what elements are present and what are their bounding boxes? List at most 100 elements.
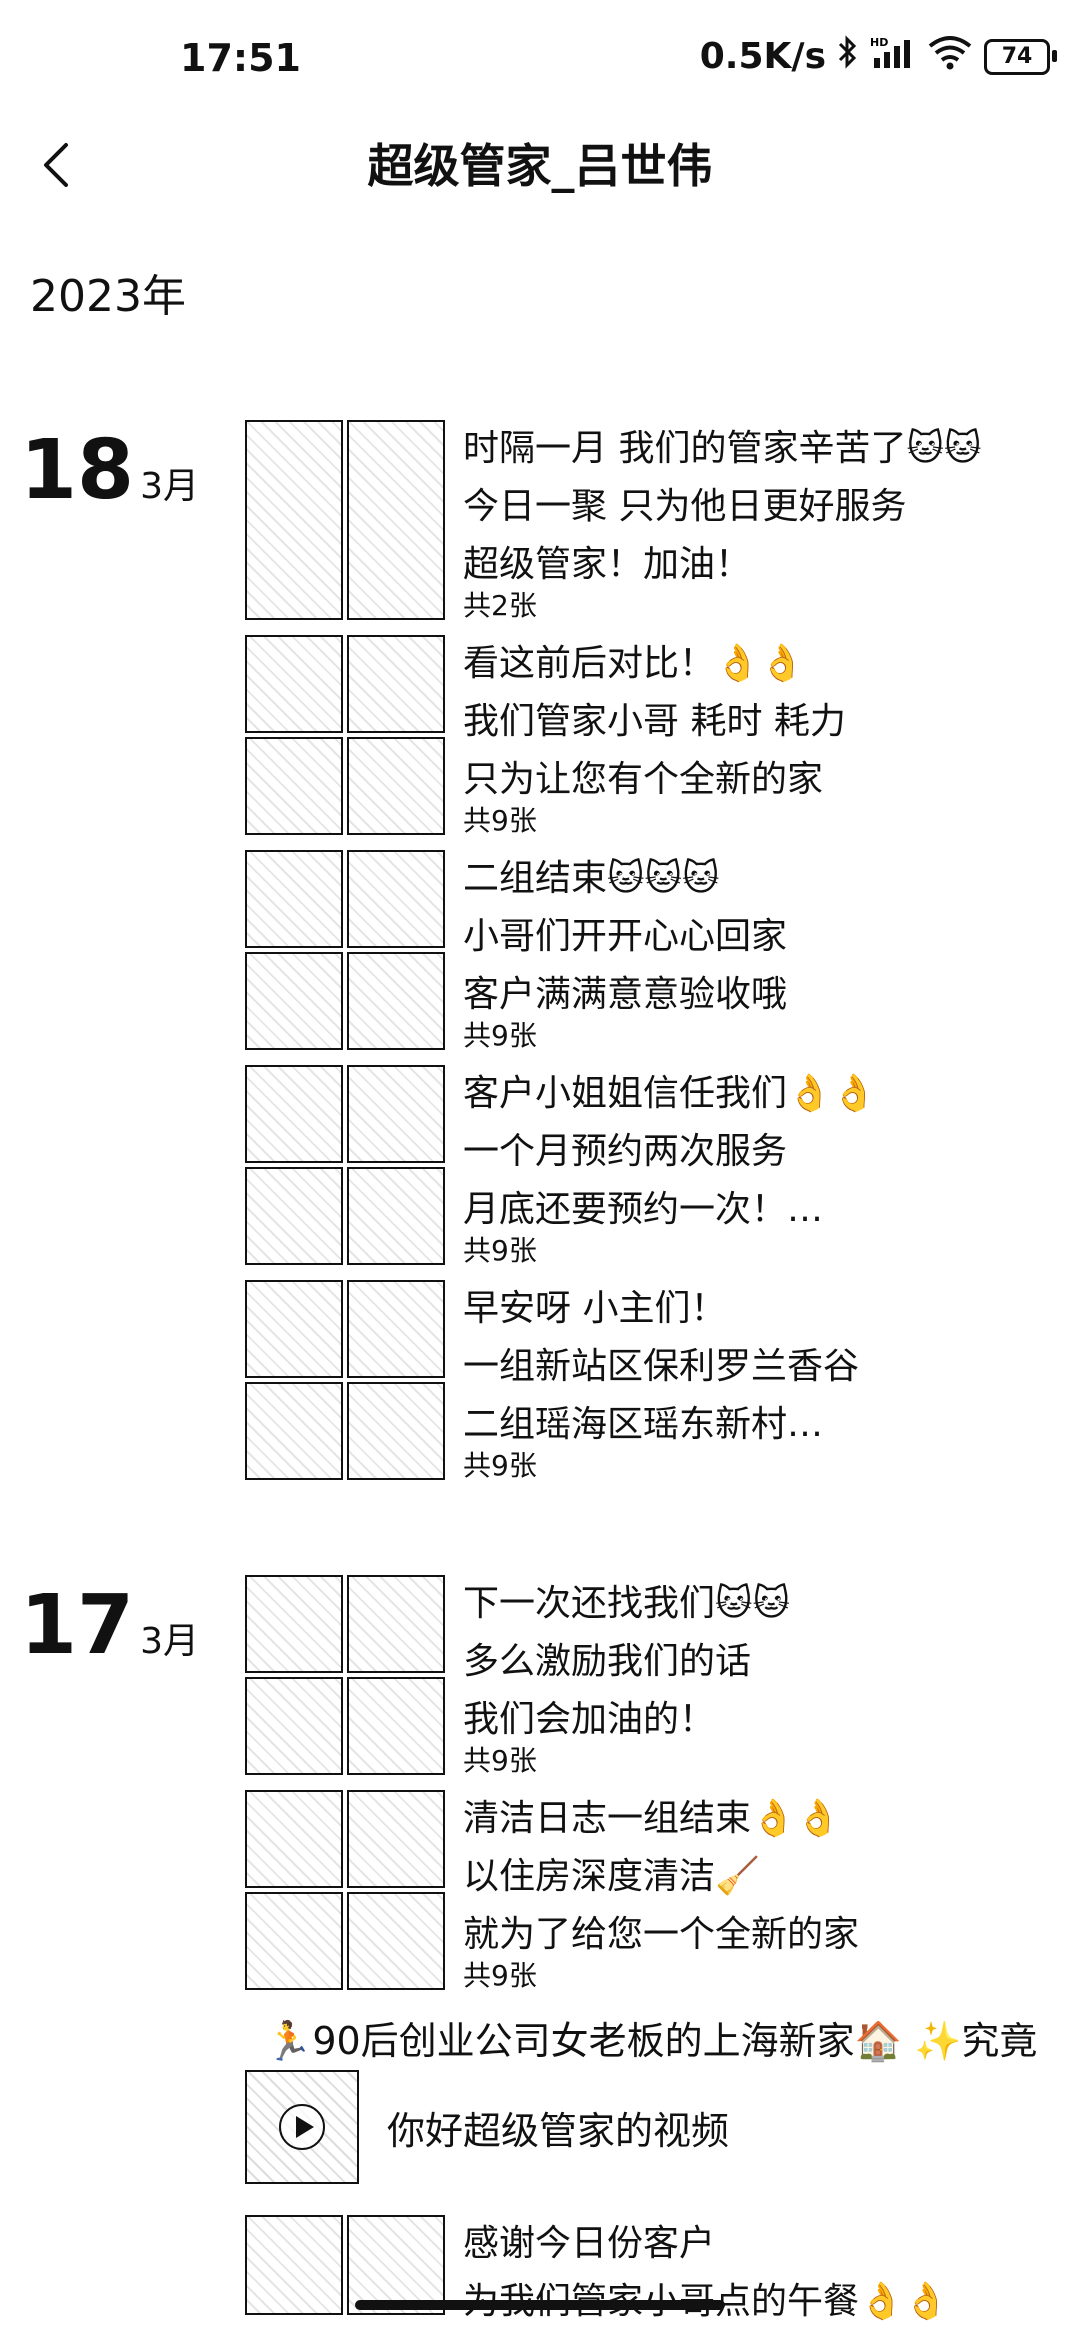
status-bar: 17:51 0.5K/s HD 74 xyxy=(0,0,1080,120)
post-line: 以住房深度清洁🧹 xyxy=(463,1856,760,1897)
photo-thumb xyxy=(245,1065,343,1163)
photo-thumb xyxy=(347,1382,445,1480)
post-text: 感谢今日份客户 为我们管家小哥点的午餐👌👌 xyxy=(463,2215,1053,2331)
net-speed: 0.5K/s xyxy=(699,36,826,77)
photo-thumb xyxy=(347,737,445,835)
post-line: 一个月预约两次服务 xyxy=(463,1131,788,1172)
play-icon xyxy=(279,2104,325,2150)
photo-thumb xyxy=(347,1167,445,1265)
post-line: 客户小姐姐信任我们👌👌 xyxy=(463,1073,877,1114)
post-line: 今日一聚 只为他日更好服务 xyxy=(463,486,907,527)
photo-grid xyxy=(245,1280,445,1480)
post-line: 二组结束🐱🐱🐱 xyxy=(463,858,720,899)
photo-grid xyxy=(245,850,445,1050)
photo-thumb xyxy=(245,1892,343,1990)
post-line: 早安呀 小主们！ xyxy=(463,1288,727,1329)
photo-thumb xyxy=(347,2215,445,2315)
status-icons: 0.5K/s HD 74 xyxy=(699,34,1057,79)
video-label: 你好超级管家的视频 xyxy=(387,2108,730,2153)
photo-count: 共9张 xyxy=(463,1019,537,1052)
post-line: 二组瑶海区瑶东新村… xyxy=(463,1404,824,1445)
photo-thumb xyxy=(245,2215,343,2315)
photo-thumb xyxy=(245,420,343,620)
photo-thumb xyxy=(347,420,445,620)
post-item[interactable]: 客户小姐姐信任我们👌👌 一个月预约两次服务 月底还要预约一次！… 共9张 xyxy=(245,1065,1055,1267)
post-line: 多么激励我们的话 xyxy=(463,1641,752,1682)
chevron-left-icon xyxy=(44,143,68,187)
battery-level: 74 xyxy=(1001,44,1033,69)
post-line: 我们管家小哥 耗时 耗力 xyxy=(463,701,846,742)
photo-count: 共9张 xyxy=(463,804,537,837)
photo-thumb xyxy=(245,1167,343,1265)
video-share-item[interactable]: 你好超级管家的视频 xyxy=(245,2070,729,2184)
photo-thumb xyxy=(245,1790,343,1888)
page-title: 超级管家_吕世伟 xyxy=(367,139,713,193)
post-item[interactable]: 看这前后对比！👌👌 我们管家小哥 耗时 耗力 只为让您有个全新的家 共9张 xyxy=(245,635,1055,837)
post-item[interactable]: 二组结束🐱🐱🐱 小哥们开开心心回家 客户满满意意验收哦 共9张 xyxy=(245,850,1055,1052)
photo-grid xyxy=(245,1575,445,1775)
post-text: 清洁日志一组结束👌👌 以住房深度清洁🧹 就为了给您一个全新的家 共9张 xyxy=(463,1790,1053,1992)
post-text: 早安呀 小主们！ 一组新站区保利罗兰香谷 二组瑶海区瑶东新村… 共9张 xyxy=(463,1280,1053,1482)
status-time: 17:51 xyxy=(180,36,301,80)
photo-count: 共2张 xyxy=(463,589,537,622)
post-line: 超级管家！加油！ xyxy=(463,544,752,585)
photo-thumb xyxy=(347,1892,445,1990)
post-line: 只为让您有个全新的家 xyxy=(463,759,824,800)
photo-thumb xyxy=(347,1280,445,1378)
photo-count: 共9张 xyxy=(463,1449,537,1482)
post-item[interactable]: 早安呀 小主们！ 一组新站区保利罗兰香谷 二组瑶海区瑶东新村… 共9张 xyxy=(245,1280,1055,1482)
wifi-icon xyxy=(926,34,974,79)
post-line: 客户满满意意验收哦 xyxy=(463,974,788,1015)
photo-thumb xyxy=(347,635,445,733)
photo-thumb xyxy=(347,1575,445,1673)
photo-thumb xyxy=(245,635,343,733)
photo-count: 共9张 xyxy=(463,1234,537,1267)
post-line: 感谢今日份客户 xyxy=(463,2223,716,2264)
post-line: 看这前后对比！👌👌 xyxy=(463,643,805,684)
photo-thumb xyxy=(245,1382,343,1480)
post-item[interactable]: 时隔一月 我们的管家辛苦了🐱🐱 今日一聚 只为他日更好服务 超级管家！加油！ 共… xyxy=(245,420,1055,622)
video-thumb xyxy=(245,2070,359,2184)
photo-count: 共9张 xyxy=(463,1744,537,1777)
day-number: 17 xyxy=(20,1578,135,1673)
battery-icon: 74 xyxy=(984,38,1057,75)
photo-thumb xyxy=(245,1280,343,1378)
post-item[interactable]: 清洁日志一组结束👌👌 以住房深度清洁🧹 就为了给您一个全新的家 共9张 xyxy=(245,1790,1055,1992)
photo-thumb xyxy=(347,1677,445,1775)
photo-thumb xyxy=(245,850,343,948)
photo-thumb xyxy=(347,952,445,1050)
photo-grid xyxy=(245,420,445,620)
bluetooth-icon xyxy=(836,34,860,79)
photo-thumb xyxy=(245,1677,343,1775)
post-item[interactable]: 下一次还找我们🐱🐱 多么激励我们的话 我们会加油的！ 共9张 xyxy=(245,1575,1055,1777)
post-item[interactable]: 感谢今日份客户 为我们管家小哥点的午餐👌👌 xyxy=(245,2215,1055,2331)
home-indicator[interactable] xyxy=(355,2300,725,2310)
post-line: 我们会加油的！ xyxy=(463,1699,716,1740)
post-line: 清洁日志一组结束👌👌 xyxy=(463,1798,841,1839)
photo-grid xyxy=(245,2215,445,2315)
photo-grid xyxy=(245,1065,445,1265)
month-label: 3月 xyxy=(140,466,200,507)
post-text: 客户小姐姐信任我们👌👌 一个月预约两次服务 月底还要预约一次！… 共9张 xyxy=(463,1065,1053,1267)
post-line: 小哥们开开心心回家 xyxy=(463,916,788,957)
photo-thumb xyxy=(347,1065,445,1163)
post-text: 时隔一月 我们的管家辛苦了🐱🐱 今日一聚 只为他日更好服务 超级管家！加油！ 共… xyxy=(463,420,1053,622)
year-label: 2023年 xyxy=(30,271,186,322)
photo-count: 共9张 xyxy=(463,1959,537,1992)
photo-thumb xyxy=(245,737,343,835)
back-button[interactable] xyxy=(30,135,90,195)
photo-grid xyxy=(245,1790,445,1990)
article-title-banner[interactable]: 🏃90后创业公司女老板的上海新家🏠 ✨究竟 xyxy=(265,2019,1038,2063)
post-text: 二组结束🐱🐱🐱 小哥们开开心心回家 客户满满意意验收哦 共9张 xyxy=(463,850,1053,1052)
month-label: 3月 xyxy=(140,1621,200,1662)
photo-thumb xyxy=(347,850,445,948)
signal-icon: HD xyxy=(870,34,916,79)
post-line: 月底还要预约一次！… xyxy=(463,1189,824,1230)
photo-thumb xyxy=(245,952,343,1050)
day-number: 18 xyxy=(20,423,135,518)
photo-grid xyxy=(245,635,445,835)
header: 超级管家_吕世伟 xyxy=(0,120,1080,280)
photo-thumb xyxy=(347,1790,445,1888)
